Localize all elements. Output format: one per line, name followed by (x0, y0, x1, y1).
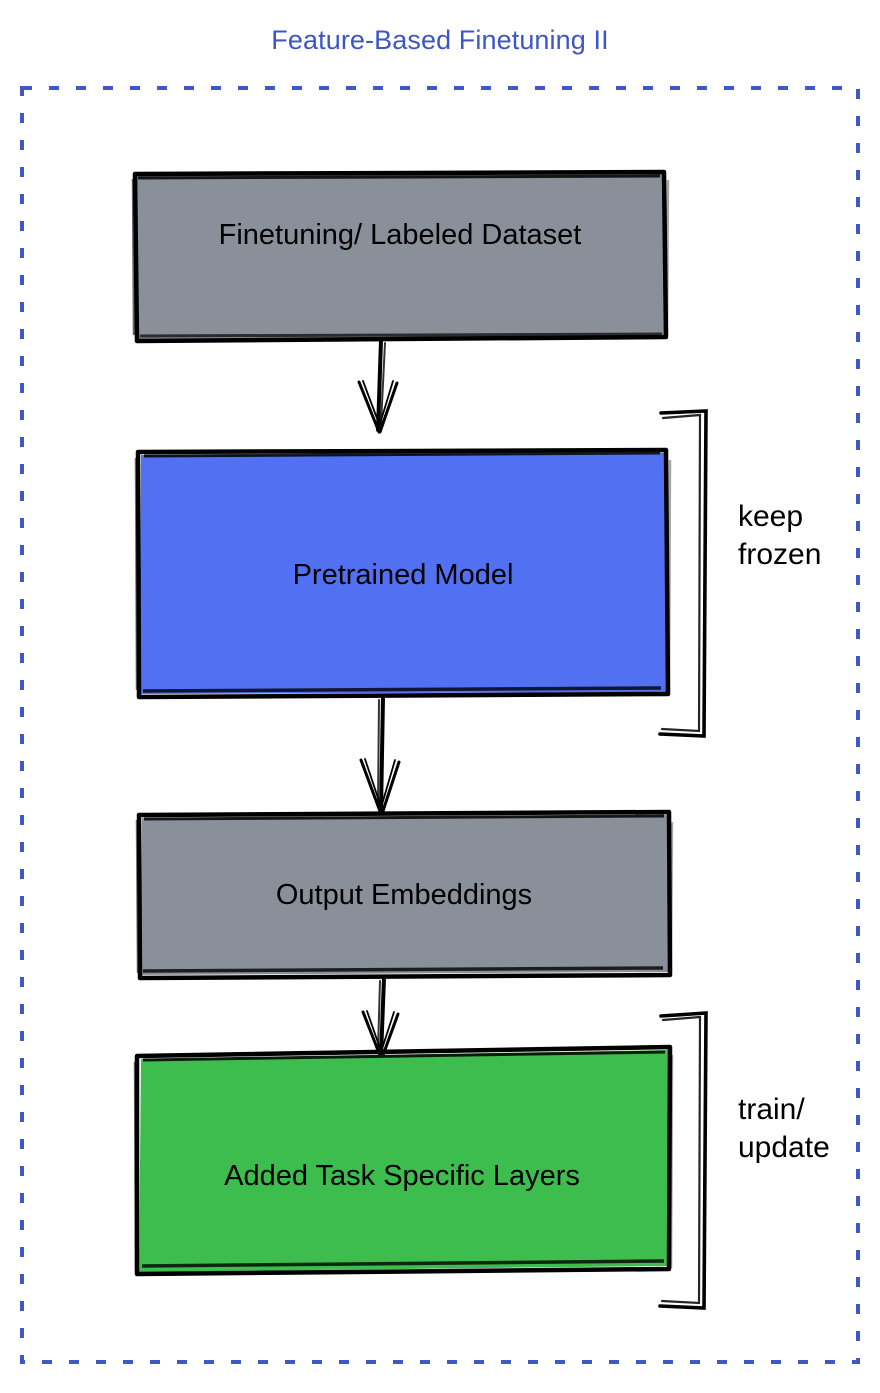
arrow-embeddings-to-layers (361, 976, 400, 1060)
node-finetuning-dataset (131, 169, 670, 344)
annotation-train-update-line2: update (738, 1131, 830, 1164)
node-pretrained-model (134, 447, 672, 700)
page-title: Feature-Based Finetuning II (271, 25, 609, 55)
bracket-train-update (658, 1011, 708, 1310)
node-label-finetuning-dataset: Finetuning/ Labeled Dataset (218, 219, 582, 251)
node-label-output-embeddings: Output Embeddings (275, 879, 533, 911)
annotation-keep-frozen: keep frozen (738, 498, 821, 574)
node-added-task-specific-layers (133, 1044, 674, 1277)
arrow-dataset-to-model (357, 338, 399, 434)
annotation-train-update-line1: train/ (738, 1093, 805, 1126)
node-label-pretrained-model: Pretrained Model (292, 559, 514, 591)
bracket-keep-frozen (658, 409, 708, 738)
annotation-keep-frozen-line2: frozen (738, 538, 822, 571)
arrow-model-to-embeddings (359, 695, 401, 816)
node-label-added-task-specific-layers: Added Task Specific Layers (224, 1160, 580, 1192)
annotation-keep-frozen-line1: keep (738, 500, 804, 533)
node-output-embeddings (135, 809, 674, 981)
annotation-train-update: train/ update (738, 1091, 830, 1167)
